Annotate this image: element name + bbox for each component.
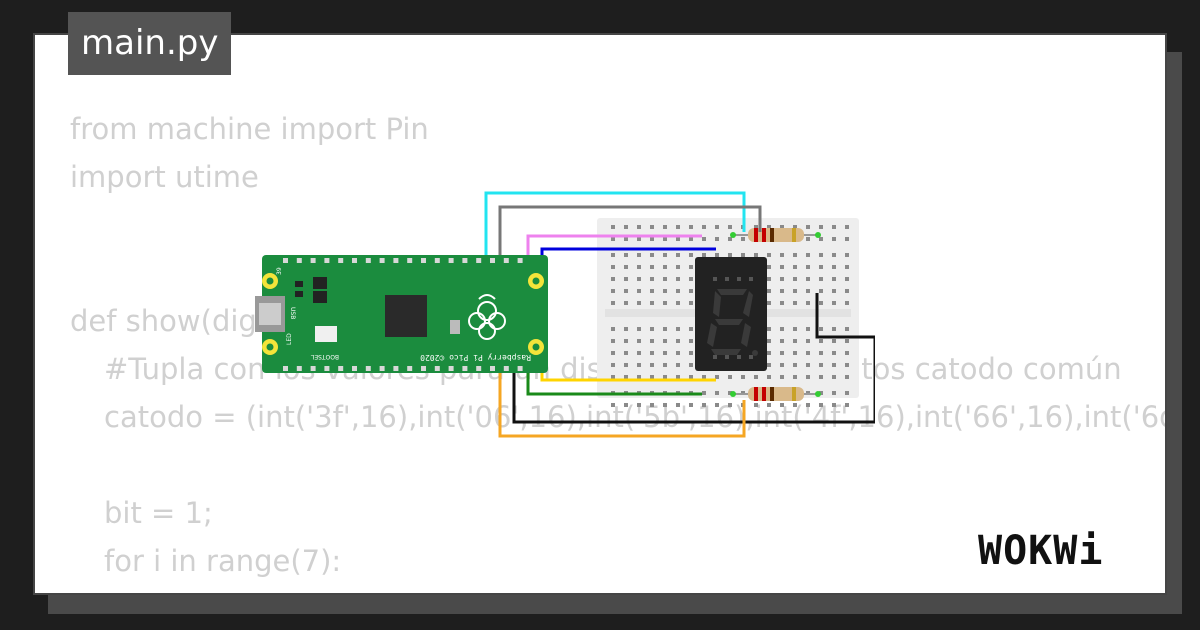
resistor-top <box>730 228 821 242</box>
rp2040-chip <box>385 295 427 337</box>
circuit-diagram: 4 Raspberry Pi P <box>255 191 875 438</box>
wire-gray <box>498 205 762 263</box>
code-line: bit = 1; <box>104 496 213 530</box>
seven-segment-display: 4 <box>695 257 767 371</box>
wire-pink <box>526 234 702 263</box>
pin-label: 39 <box>276 267 283 275</box>
wire-cyan <box>484 191 746 263</box>
wokwi-logo: WOKWi <box>978 528 1104 574</box>
bootsel-label: BOOTSEL <box>310 353 339 360</box>
wire-orange <box>498 362 746 438</box>
code-line: import utime <box>70 160 259 194</box>
code-line: if (catodo[digito] & bit) == 0: <box>70 585 1165 593</box>
code-line: for i in range(7): <box>104 544 342 578</box>
pico-silk-text: Raspberry Pi Pico ©2020 <box>420 353 531 362</box>
resistor-bottom <box>730 387 821 401</box>
raspberry-logo-icon <box>468 294 506 340</box>
bootsel-button <box>315 326 337 342</box>
led-label: LED <box>286 333 293 345</box>
code-line: from machine import Pin <box>70 112 429 146</box>
usb-label: USB <box>289 307 296 319</box>
file-tab[interactable]: main.py <box>68 12 232 75</box>
pico-board: Raspberry Pi Pico ©2020 BOOTSEL USB LED … <box>255 255 548 373</box>
wire-black <box>512 293 875 424</box>
